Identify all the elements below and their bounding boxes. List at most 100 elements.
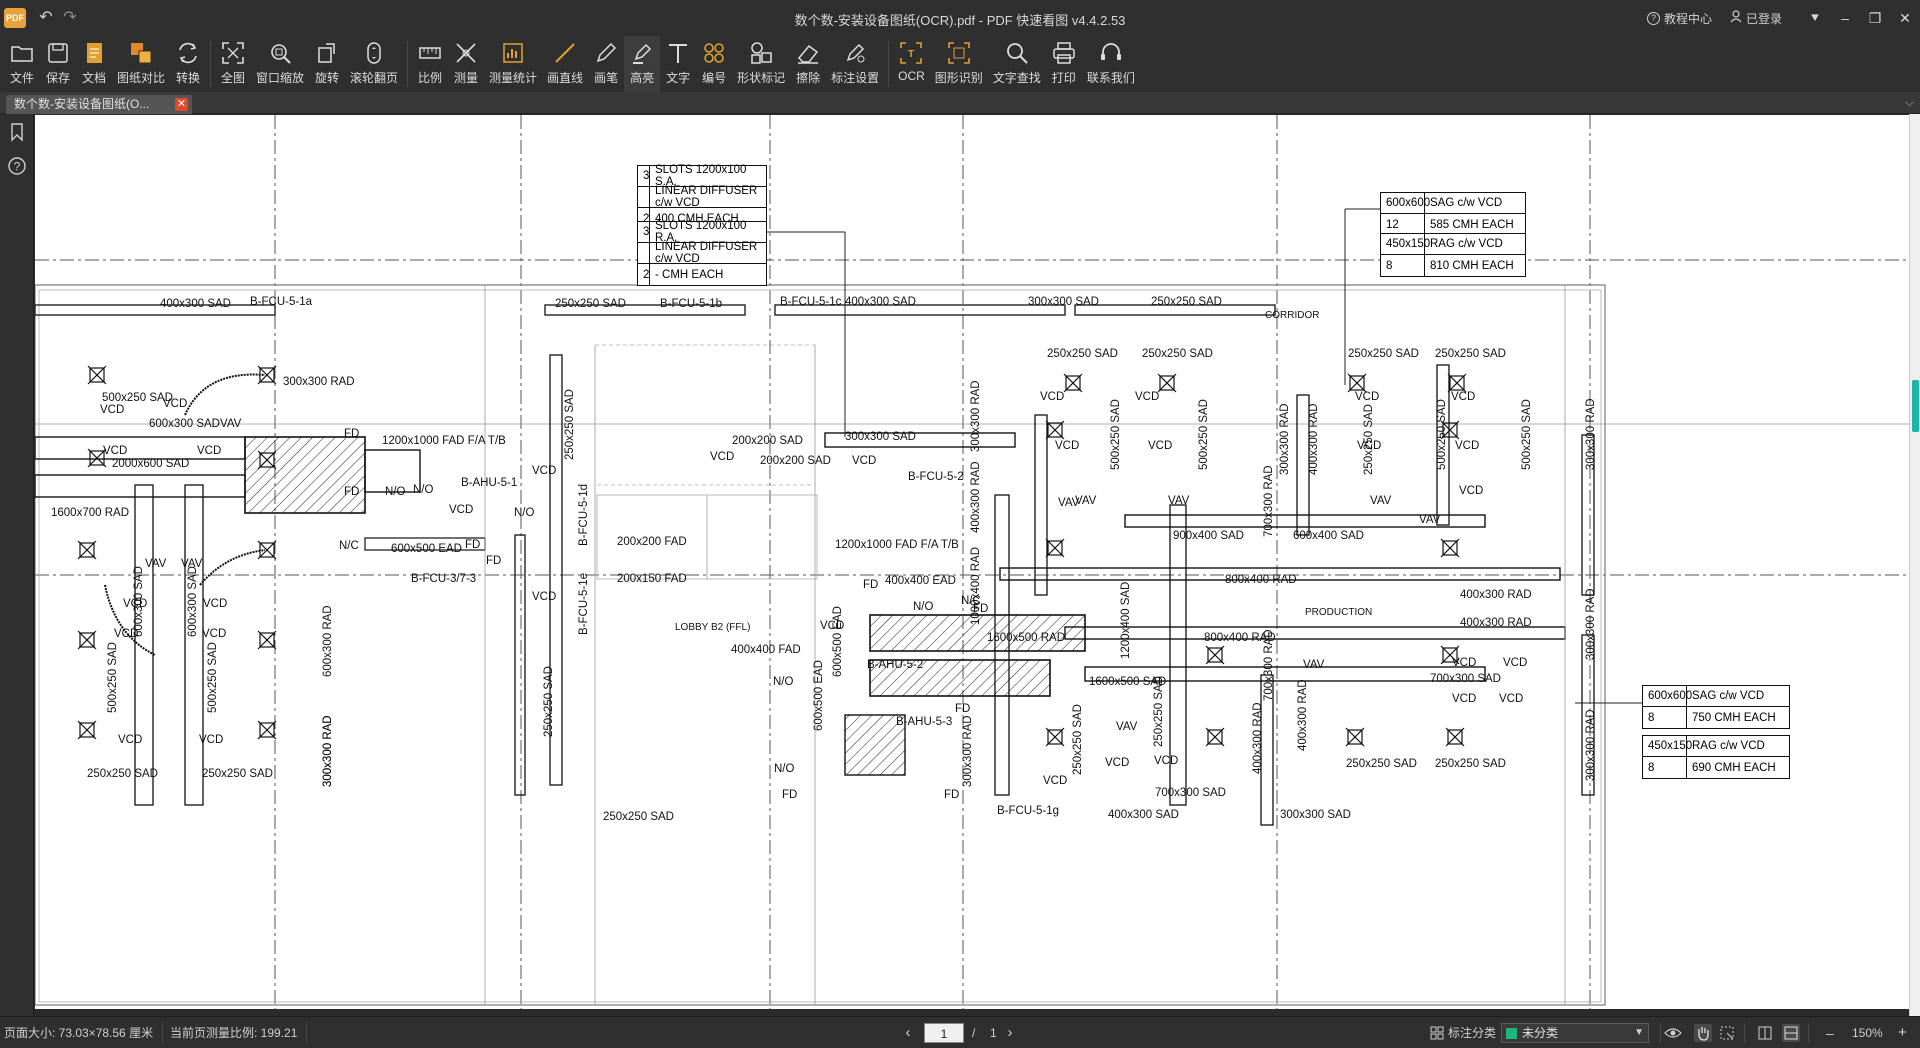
duct-label: VAV xyxy=(220,418,242,430)
prev-page-icon[interactable]: ‹ xyxy=(905,1024,911,1041)
duct-label: 200x200 SAD xyxy=(732,435,803,447)
zoom-out-icon[interactable]: – xyxy=(1826,1025,1834,1041)
annotation-category-value: 未分类 xyxy=(1522,1026,1559,1040)
duct-label: PRODUCTION xyxy=(1305,607,1373,618)
duct-label-vertical: 400x300 RAD xyxy=(1297,679,1309,751)
duct-label: 250x250 SAD xyxy=(1047,348,1118,360)
duct-label: LOBBY B2 (FFL) xyxy=(675,622,751,633)
toolbar-textfind-button[interactable]: 文字查找 xyxy=(988,36,1046,92)
toolbar-doc-button[interactable]: 文档 xyxy=(76,36,112,92)
left-side-rail: ? xyxy=(0,114,34,1016)
duct-label: B-FCU-5-1c xyxy=(780,296,842,308)
status-divider xyxy=(1808,1023,1809,1043)
annotation-category-select[interactable]: 未分类 ▼ xyxy=(1501,1023,1649,1043)
toolbar-contact-button[interactable]: 联系我们 xyxy=(1082,36,1140,92)
toolbar-convert-button[interactable]: 转换 xyxy=(170,36,206,92)
toolbar-scrollpage-button[interactable]: 滚轮翻页 xyxy=(345,36,403,92)
duct-label: 800x400 RAD xyxy=(1225,574,1297,586)
duct-label-vertical: 250x250 SAD xyxy=(1072,704,1084,775)
duct-label: VCD xyxy=(1135,391,1160,403)
toolbar-compare-label: 图纸对比 xyxy=(117,71,166,85)
duct-label: VAV xyxy=(1058,497,1080,509)
toolbar-measurestat-button[interactable]: 测量统计 xyxy=(484,36,542,92)
duct-label-vertical: B-FCU-5-1e xyxy=(578,573,590,635)
select-tool-icon[interactable] xyxy=(1718,1024,1736,1042)
duct-label: 800x400 RAD xyxy=(1204,632,1276,644)
toolbar-number-button[interactable]: 编号 xyxy=(696,36,732,92)
schedule-row: LINEAR DIFFUSER c/w VCD xyxy=(638,185,766,209)
minimize-button[interactable]: – xyxy=(1841,10,1849,26)
toolbar-text-button[interactable]: 文字 xyxy=(660,36,696,92)
toolbar-fullview-button[interactable]: 全图 xyxy=(215,36,251,92)
toolbar-erase-button[interactable]: 擦除 xyxy=(790,36,826,92)
duct-label-vertical: 600x300 RAD xyxy=(322,605,334,677)
toolbar-separator xyxy=(888,41,890,87)
menu-dropdown-icon[interactable]: ⯆ xyxy=(1809,10,1821,26)
toolbar-scale-button[interactable]: 比例 xyxy=(412,36,448,92)
document-tab[interactable]: 数个数-安装设备图纸(O... ✕ xyxy=(6,95,192,114)
page-separator: / xyxy=(972,1026,976,1040)
duct-label: VCD xyxy=(197,445,222,457)
schedule-cell: LINEAR DIFFUSER c/w VCD xyxy=(655,185,758,209)
duct-label-vertical: 500x250 SAD xyxy=(1198,399,1210,470)
fullview-icon xyxy=(222,42,244,64)
toolbar-textfind-label: 文字查找 xyxy=(992,71,1041,85)
shape-recognition-icon xyxy=(947,42,970,64)
toolbar-print-button[interactable]: 打印 xyxy=(1046,36,1082,92)
tab-list-chevron-icon[interactable]: ⌵ xyxy=(1904,95,1914,109)
duct-label-vertical: 600x500 EAD xyxy=(832,606,844,677)
toolbar-shaperec-button[interactable]: 图形识别 xyxy=(930,36,988,92)
toolbar-highlight-button[interactable]: 高亮 xyxy=(624,36,661,92)
search-icon xyxy=(1006,43,1028,64)
vertical-scrollbar[interactable] xyxy=(1909,114,1920,1016)
duct-label: VAV xyxy=(1370,495,1392,507)
page-number-input[interactable]: 1 xyxy=(924,1023,964,1043)
duct-label: VCD xyxy=(203,598,228,610)
toolbar-measure-label: 测量 xyxy=(454,71,479,85)
document-tab-strip: 数个数-安装设备图纸(O... ✕ ⌵ xyxy=(0,92,1920,114)
eye-icon[interactable] xyxy=(1664,1024,1682,1042)
ocr-icon: T xyxy=(900,42,923,64)
duct-label: 600x400 SAD xyxy=(1293,530,1364,542)
next-page-icon[interactable]: › xyxy=(1007,1024,1013,1041)
help-icon: ? xyxy=(1646,11,1660,25)
continuous-view-icon[interactable] xyxy=(1782,1024,1800,1042)
login-status-link[interactable]: 已登录 xyxy=(1730,10,1782,27)
toolbar-measure-button[interactable]: 测量 xyxy=(448,36,484,92)
schedule-cell: 8 xyxy=(1381,255,1425,276)
undo-icon[interactable]: ↶ xyxy=(39,9,53,26)
toolbar-rotate-button[interactable]: 旋转 xyxy=(309,36,345,92)
duct-label-vertical: 400x300 RAD xyxy=(1308,403,1320,475)
zoom-in-icon[interactable]: + xyxy=(1898,1024,1907,1041)
toolbar-pen-button[interactable]: 画笔 xyxy=(588,36,624,92)
toolbar-save-button[interactable]: 保存 xyxy=(40,36,76,92)
single-page-view-icon[interactable] xyxy=(1756,1024,1774,1042)
duct-label: 400x400 EAD xyxy=(885,575,956,587)
toolbar-file-button[interactable]: 文件 xyxy=(4,36,40,92)
duct-label: VCD xyxy=(820,620,845,632)
scrollbar-thumb[interactable] xyxy=(1912,380,1919,432)
redo-icon[interactable]: ↷ xyxy=(63,9,77,26)
pan-hand-icon[interactable] xyxy=(1694,1024,1712,1042)
toolbar-shape-button[interactable]: 形状标记 xyxy=(732,36,790,92)
duct-label: VCD xyxy=(100,404,125,416)
highlighter-icon xyxy=(633,43,652,64)
duct-label: 600x300 SAD xyxy=(149,418,220,430)
bookmark-icon[interactable] xyxy=(7,122,27,142)
help-circle-icon[interactable]: ? xyxy=(7,156,27,176)
toolbar-annotset-button[interactable]: 标注设置 xyxy=(826,36,884,92)
toolbar-line-button[interactable]: 画直线 xyxy=(542,36,588,92)
help-center-link[interactable]: ? 教程中心 xyxy=(1646,10,1712,27)
toolbar-winzoom-button[interactable]: 窗口缩放 xyxy=(251,36,309,92)
restore-button[interactable]: ❐ xyxy=(1868,10,1882,26)
duct-label-vertical: 300x300 RAD xyxy=(962,715,974,787)
close-tab-icon[interactable]: ✕ xyxy=(175,98,188,111)
close-button[interactable]: ✕ xyxy=(1899,10,1911,26)
schedule-cell xyxy=(638,243,650,263)
toolbar-compare-button[interactable]: 图纸对比 xyxy=(112,36,170,92)
